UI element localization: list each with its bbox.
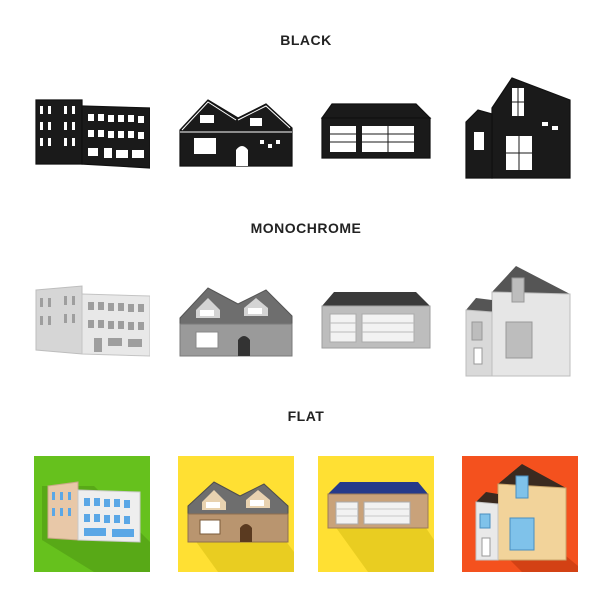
black-two-story-house-icon <box>462 74 578 190</box>
flat-garage-icon <box>318 456 434 572</box>
mono-two-story-house-icon <box>462 262 578 378</box>
flat-two-story-house-icon <box>462 456 578 572</box>
flat-apartment-building-icon <box>34 456 150 572</box>
flat-cottage-house-icon <box>178 456 294 572</box>
mono-garage-icon <box>318 268 434 384</box>
mono-cottage-house-icon <box>178 268 294 384</box>
mono-apartment-building-icon <box>34 268 150 384</box>
black-cottage-house-icon <box>178 80 294 196</box>
section-title-monochrome: MONOCHROME <box>250 220 362 236</box>
black-apartment-building-icon <box>34 80 150 196</box>
black-garage-icon <box>318 80 434 196</box>
section-title-flat: FLAT <box>287 408 325 424</box>
section-title-black: BLACK <box>280 32 332 48</box>
